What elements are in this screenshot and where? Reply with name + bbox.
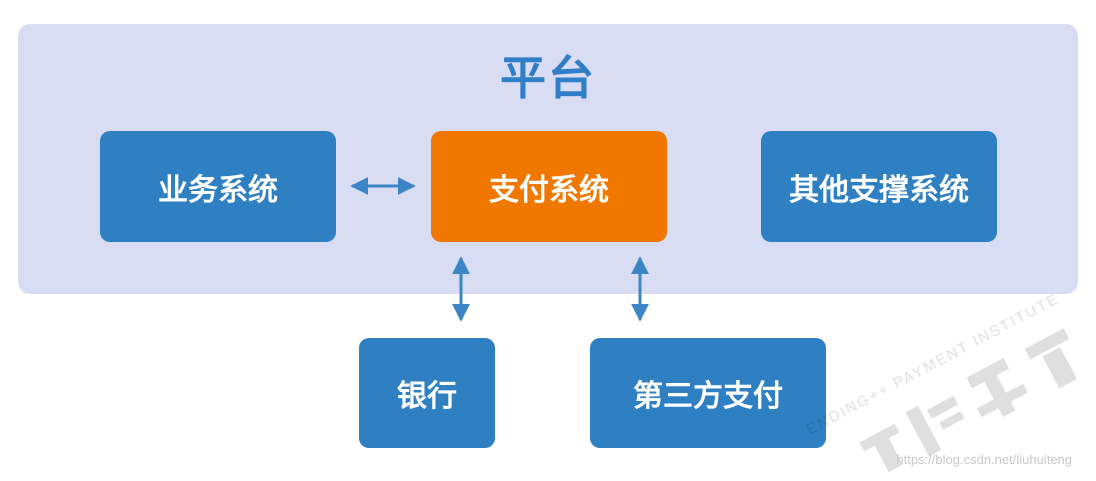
payment-system-box: 支付系统 <box>431 131 667 242</box>
platform-title: 平台 <box>500 51 596 105</box>
watermark-url: https://blog.csdn.net/liuhuiteng <box>896 452 1072 467</box>
watermark-seal: ENDING++ PAYMENT INSTITUTE <box>804 290 1077 473</box>
svg-text:ENDING++ PAYMENT INSTITUTE: ENDING++ PAYMENT INSTITUTE <box>804 290 1062 438</box>
business-system-box: 业务系统 <box>100 131 336 242</box>
third-party-payment-box: 第三方支付 <box>590 338 826 448</box>
bank-box: 银行 <box>359 338 495 448</box>
support-systems-box: 其他支撑系统 <box>761 131 997 242</box>
